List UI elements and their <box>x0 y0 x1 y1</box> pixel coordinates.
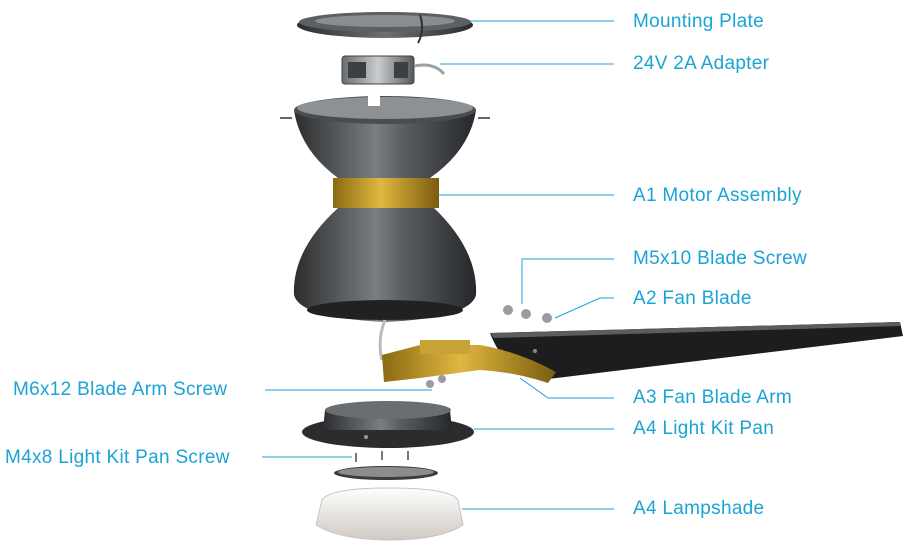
blade-screws-part <box>426 305 552 388</box>
adapter-part <box>341 55 446 85</box>
leader-lines <box>262 20 614 510</box>
label-fan-blade-arm: A3 Fan Blade Arm <box>633 387 792 408</box>
label-mounting-plate: Mounting Plate <box>633 11 764 32</box>
label-motor-assembly: A1 Motor Assembly <box>633 185 802 206</box>
label-light-kit-pan-screw: M4x8 Light Kit Pan Screw <box>5 447 230 468</box>
label-fan-blade: A2 Fan Blade <box>633 288 752 309</box>
motor-assembly-part <box>280 96 490 361</box>
label-adapter: 24V 2A Adapter <box>633 53 770 74</box>
label-blade-arm-screw: M6x12 Blade Arm Screw <box>13 379 228 400</box>
label-blade-screw: M5x10 Blade Screw <box>633 248 808 269</box>
lampshade-part <box>315 487 464 541</box>
label-lampshade: A4 Lampshade <box>633 498 765 519</box>
mounting-plate-part <box>297 12 473 44</box>
fan-blade-arm-part <box>382 340 556 383</box>
light-kit-pan-part <box>302 401 474 480</box>
label-light-kit-pan: A4 Light Kit Pan <box>633 418 775 439</box>
